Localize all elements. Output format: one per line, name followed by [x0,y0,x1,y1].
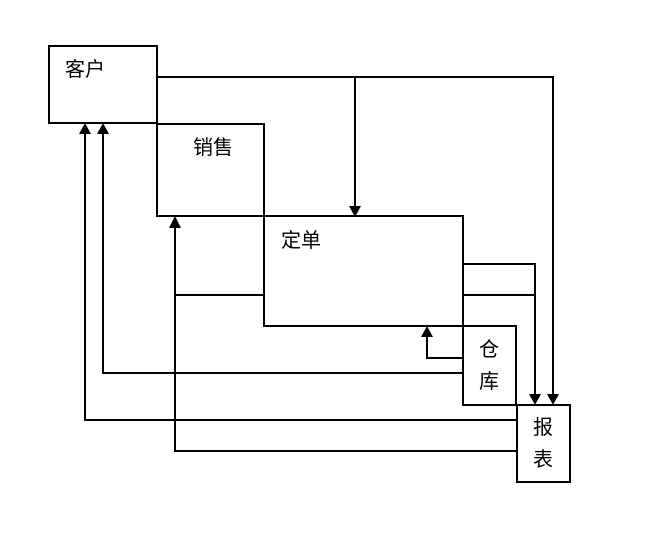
order-label: 定单 [281,228,321,252]
arrowhead-order-bottom [421,326,433,337]
connector-customer-report [355,76,554,395]
connector-order-report-a [463,263,536,395]
arrowhead-order-top [349,206,361,217]
arrowhead-report-left [529,394,541,405]
sales-box [156,123,265,217]
connector-warehouse-order [426,336,463,359]
sales-label: 销售 [193,135,233,159]
connector-report-customer [84,133,517,421]
report-box [516,404,571,483]
warehouse-box [462,325,517,406]
connector-warehouse-customer [102,133,463,374]
report-label-2: 表 [533,447,553,471]
customer-box [48,45,158,124]
arrowhead-customer-left [79,123,91,134]
arrowhead-sales-bottom [169,216,181,228]
arrowhead-report-right [547,394,559,405]
report-label-1: 报 [533,415,553,439]
warehouse-label-2: 库 [479,369,499,393]
order-box [263,215,464,327]
customer-label: 客户 [65,57,105,81]
arrowhead-customer-right [97,123,109,134]
connector-report-sales [174,227,517,452]
warehouse-label-1: 仓 [479,337,499,361]
